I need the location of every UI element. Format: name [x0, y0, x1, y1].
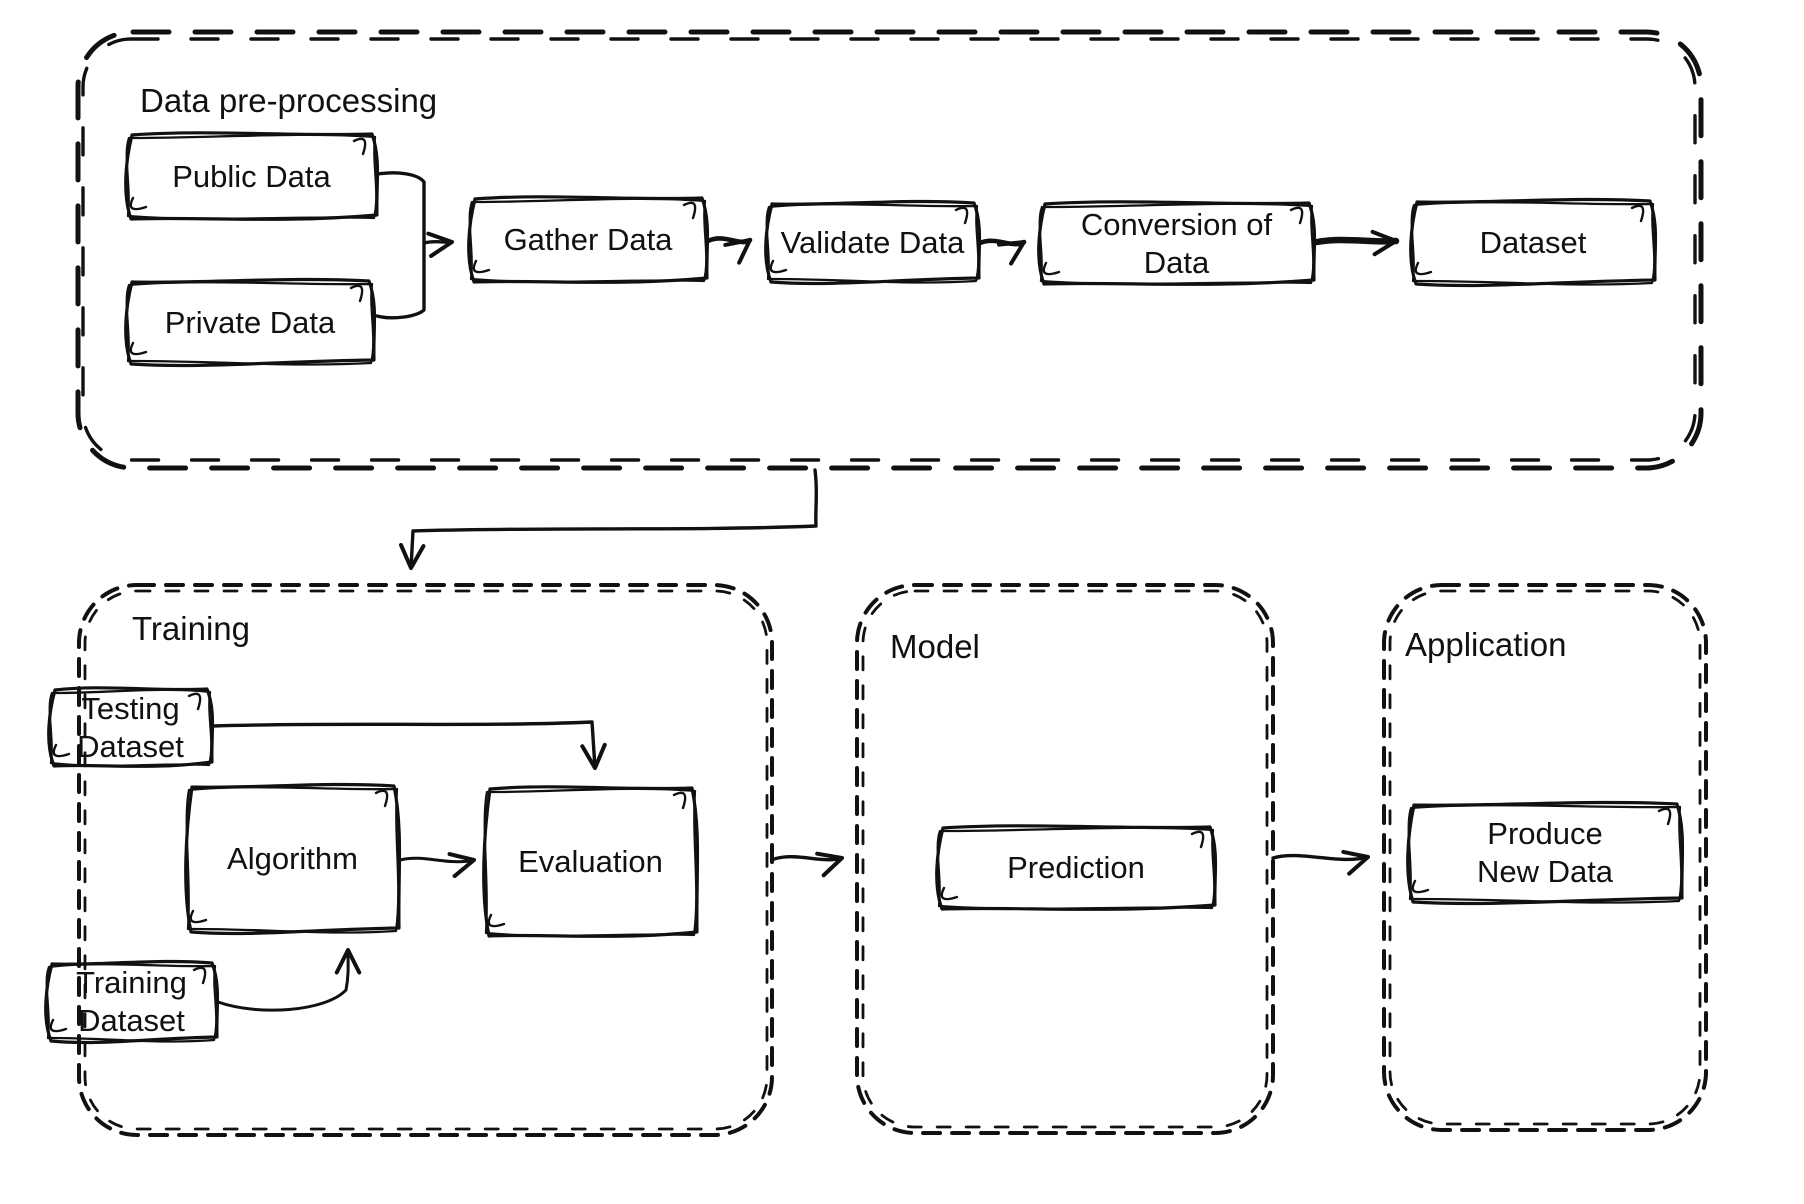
corner-curl-private-data: [129, 341, 148, 356]
container-outline-application[interactable]: [1382, 583, 1708, 1132]
container-label-model: Model: [890, 628, 980, 665]
corner-curl-algorithm: [189, 909, 208, 924]
node-box-sketch-private-data: [125, 281, 375, 366]
corner-curl-dataset: [1630, 204, 1645, 223]
container-outline-preprocessing[interactable]: [75, 29, 1704, 471]
container-outline-model[interactable]: [855, 583, 1275, 1135]
corner-curl-public-data: [129, 196, 148, 211]
container-outline-training[interactable]: [77, 583, 774, 1137]
node-gather-data[interactable]: Gather Data: [503, 222, 673, 258]
node-conversion-of-data[interactable]: Conversion of Data: [1038, 202, 1315, 285]
corner-curl-testing-dataset: [187, 692, 202, 711]
node-box-sketch-public-data: [125, 133, 378, 220]
node-private-data[interactable]: Private Data: [164, 304, 336, 340]
arrow-gather-to-validate[interactable]: [705, 236, 753, 265]
corner-curl-testing-dataset: [52, 743, 71, 758]
arrow-validate-to-conversion[interactable]: [977, 238, 1027, 266]
node-prediction[interactable]: Prediction: [1007, 850, 1145, 886]
node-label-line: Training: [76, 965, 187, 1001]
corner-curl-validate-data: [769, 259, 788, 274]
node-produce-new-data[interactable]: Produce New Data: [1407, 803, 1683, 903]
node-testing-dataset[interactable]: Testing Dataset: [48, 688, 213, 767]
node-label-line: Data: [1143, 244, 1210, 280]
connector-merge-public-private[interactable]: [375, 171, 426, 320]
node-label-line: Dataset: [77, 728, 184, 764]
node-label-line: Dataset: [78, 1003, 185, 1038]
node-box-sketch-conversion-of-data: [1038, 202, 1315, 285]
node-box-algorithm: [184, 782, 402, 936]
node-dataset[interactable]: Dataset: [1479, 224, 1587, 260]
corner-curl-conversion-of-data: [1042, 261, 1061, 276]
node-label-line: New Data: [1476, 854, 1614, 889]
corner-curl-conversion-of-data: [1289, 206, 1304, 225]
arrow-training-dataset-to-algorithm[interactable]: [216, 948, 362, 1012]
node-box-sketch-algorithm: [185, 786, 400, 934]
node-box-sketch-testing-dataset: [48, 688, 213, 767]
node-public-data[interactable]: Public Data: [172, 158, 331, 194]
arrow-conversion-to-dataset[interactable]: [1313, 229, 1400, 257]
corner-curl-prediction: [940, 886, 959, 901]
node-validate-data[interactable]: Validate Data: [780, 224, 965, 260]
node-label-line: Testing: [81, 690, 180, 726]
corner-curl-evaluation: [487, 913, 506, 928]
node-algorithm[interactable]: Algorithm: [227, 841, 358, 877]
arrow-testing-dataset-to-evaluation[interactable]: [211, 720, 607, 770]
corner-curl-private-data: [349, 284, 364, 303]
arrow-model-to-application[interactable]: [1271, 849, 1371, 876]
node-box-sketch-produce-new-data: [1407, 804, 1683, 904]
arrow-preprocessing-to-training[interactable]: [398, 468, 819, 570]
node-evaluation[interactable]: Evaluation: [518, 844, 663, 880]
node-box-produce-new-data: [1406, 800, 1685, 906]
node-label-line: Conversion of: [1080, 206, 1273, 242]
corner-curl-produce-new-data: [1657, 807, 1672, 826]
node-training-dataset[interactable]: Training Dataset: [45, 962, 218, 1042]
arrow-algorithm-to-evaluation[interactable]: [398, 852, 476, 879]
arrow-training-to-model[interactable]: [772, 851, 844, 878]
corner-curl-prediction: [1190, 830, 1205, 849]
corner-curl-training-dataset: [192, 966, 207, 985]
corner-curl-training-dataset: [49, 1018, 68, 1033]
corner-curl-gather-data: [682, 201, 697, 220]
container-label-application: Application: [1405, 626, 1567, 663]
node-box-sketch-evaluation: [483, 787, 698, 938]
node-box-sketch-dataset: [1410, 201, 1656, 286]
corner-curl-public-data: [352, 137, 367, 156]
corner-curl-gather-data: [472, 259, 491, 274]
node-box-sketch-training-dataset: [45, 963, 218, 1043]
corner-curl-validate-data: [954, 206, 969, 225]
corner-curl-algorithm: [374, 789, 389, 808]
node-label-line: Produce: [1487, 816, 1603, 852]
container-label-preprocessing: Data pre-processing: [140, 82, 438, 119]
node-box-sketch-gather-data: [468, 197, 708, 283]
corner-curl-evaluation: [672, 791, 687, 810]
arrow-merge-to-gather-data[interactable]: [422, 231, 454, 258]
node-box-sketch-validate-data: [765, 203, 980, 284]
corner-curl-produce-new-data: [1411, 879, 1430, 894]
node-box-sketch-prediction: [936, 826, 1216, 910]
container-label-training: Training: [132, 610, 250, 647]
corner-curl-dataset: [1414, 261, 1433, 276]
